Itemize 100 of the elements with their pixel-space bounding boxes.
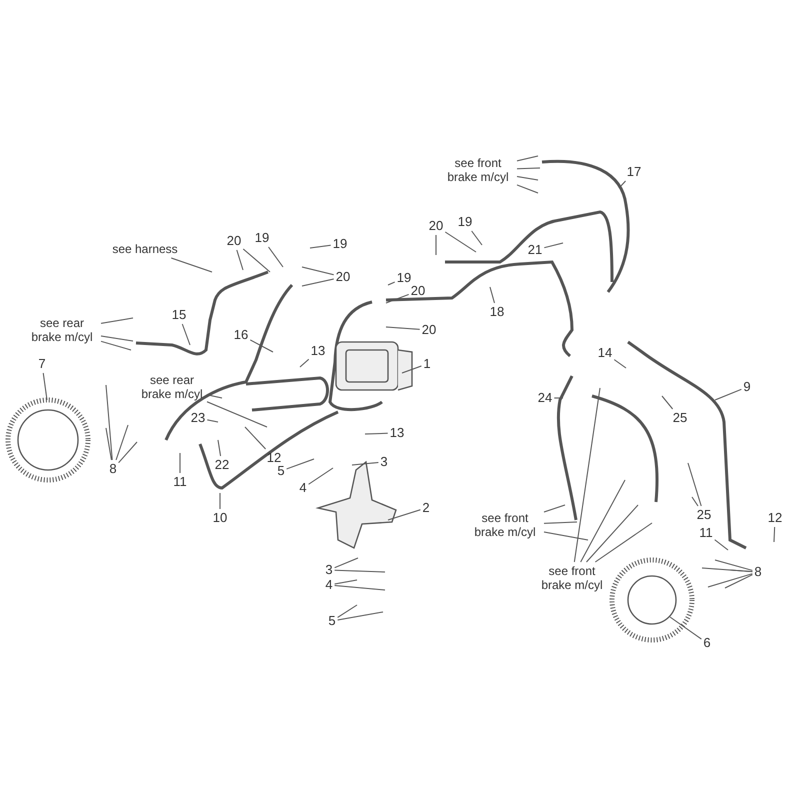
leader-line: [692, 496, 698, 506]
leader-line: [268, 246, 284, 268]
callout-number: 3: [380, 455, 388, 469]
leader-line: [100, 340, 132, 350]
callout-number: 4: [325, 578, 333, 592]
callout-number: 3: [325, 563, 333, 577]
callout-number: 20: [428, 219, 444, 233]
leader-line: [334, 558, 358, 568]
callout-number: 13: [390, 426, 404, 440]
callout-number: 11: [699, 526, 713, 540]
leader-line: [334, 570, 386, 572]
leader-line: [100, 318, 134, 324]
callout-number: 17: [626, 165, 642, 179]
leader-line: [334, 580, 358, 584]
leader-line: [106, 384, 113, 460]
callout-number: 12: [266, 451, 282, 465]
leader-line: [206, 401, 268, 428]
leader-line: [42, 372, 48, 400]
callout-number: 19: [458, 215, 472, 229]
callout-number: 4: [299, 481, 307, 495]
callout-number: 5: [328, 614, 336, 628]
leader-line: [618, 180, 626, 188]
leader-line: [614, 359, 626, 368]
callout-number: 5: [277, 464, 285, 478]
callout-number: 9: [743, 380, 751, 394]
leader-line: [586, 504, 638, 562]
leader-line: [402, 366, 422, 374]
leader-line: [594, 522, 652, 562]
leader-line: [386, 294, 410, 304]
leader-line: [730, 570, 753, 572]
callout-number: 20: [226, 234, 242, 248]
reference-note: see rear brake m/cyl: [139, 373, 205, 401]
callout-number: 22: [214, 458, 230, 472]
callout-number: 10: [212, 511, 228, 525]
callout-number: 7: [38, 357, 46, 371]
leader-line: [714, 388, 742, 400]
leader-line: [206, 394, 222, 398]
leader-line: [218, 440, 222, 456]
leader-line: [574, 388, 600, 562]
reference-note: see rear brake m/cyl: [25, 316, 99, 344]
leader-line: [302, 278, 334, 286]
reference-note: see front brake m/cyl: [468, 511, 542, 539]
callout-number: 19: [332, 237, 348, 251]
callout-number: 20: [336, 270, 350, 284]
leader-line: [308, 468, 334, 485]
leader-line: [244, 426, 266, 450]
leader-line: [662, 396, 674, 410]
leader-line: [516, 184, 538, 194]
leader-line: [544, 242, 564, 248]
leader-line: [388, 509, 421, 520]
callout-number: 8: [754, 565, 762, 579]
leader-line: [250, 339, 274, 352]
callout-number: 8: [109, 462, 117, 476]
leader-line: [544, 504, 566, 512]
leader-line: [670, 616, 702, 640]
reference-note: see front brake m/cyl: [441, 156, 515, 184]
leader-line: [516, 156, 538, 162]
callout-number: 18: [490, 305, 504, 319]
leader-line: [116, 424, 128, 460]
callout-number: 16: [234, 328, 248, 342]
callout-number: 19: [396, 271, 412, 285]
leader-line: [444, 232, 476, 252]
callout-number: 12: [768, 511, 782, 525]
leader-line: [352, 462, 379, 466]
callout-number: 20: [422, 323, 436, 337]
leader-line: [544, 532, 588, 540]
leader-line: [300, 358, 310, 368]
callout-number: 1: [423, 357, 431, 371]
callout-number: 2: [422, 501, 430, 515]
leader-line: [310, 244, 332, 248]
callout-number: 25: [696, 508, 712, 522]
leader-line: [516, 168, 540, 170]
leader-line: [471, 230, 482, 246]
leader-line: [337, 612, 384, 620]
leader-line: [286, 458, 314, 470]
callout-number: 6: [703, 636, 711, 650]
callout-number: 14: [598, 346, 612, 360]
leader-line: [580, 480, 626, 562]
leader-line: [708, 573, 753, 588]
reference-note: see harness: [112, 242, 178, 256]
leader-line: [490, 286, 495, 304]
callout-number: 20: [410, 284, 426, 298]
leader-line: [106, 428, 112, 460]
callout-number: 11: [173, 475, 187, 489]
callout-number: 23: [190, 411, 206, 425]
leader-line: [170, 258, 212, 272]
leader-line: [388, 282, 396, 286]
callout-number: 13: [310, 344, 326, 358]
leader-line: [386, 326, 420, 330]
leader-line: [302, 266, 334, 276]
callout-number: 24: [538, 391, 552, 405]
leader-line: [206, 419, 218, 422]
leader-line: [242, 248, 270, 272]
leader-line: [337, 604, 358, 618]
leader-line: [774, 526, 776, 542]
leader-line: [334, 585, 386, 590]
leader-line: [516, 176, 538, 180]
leader-line: [714, 539, 728, 550]
leader-line: [544, 522, 578, 524]
leader-line: [118, 442, 138, 464]
